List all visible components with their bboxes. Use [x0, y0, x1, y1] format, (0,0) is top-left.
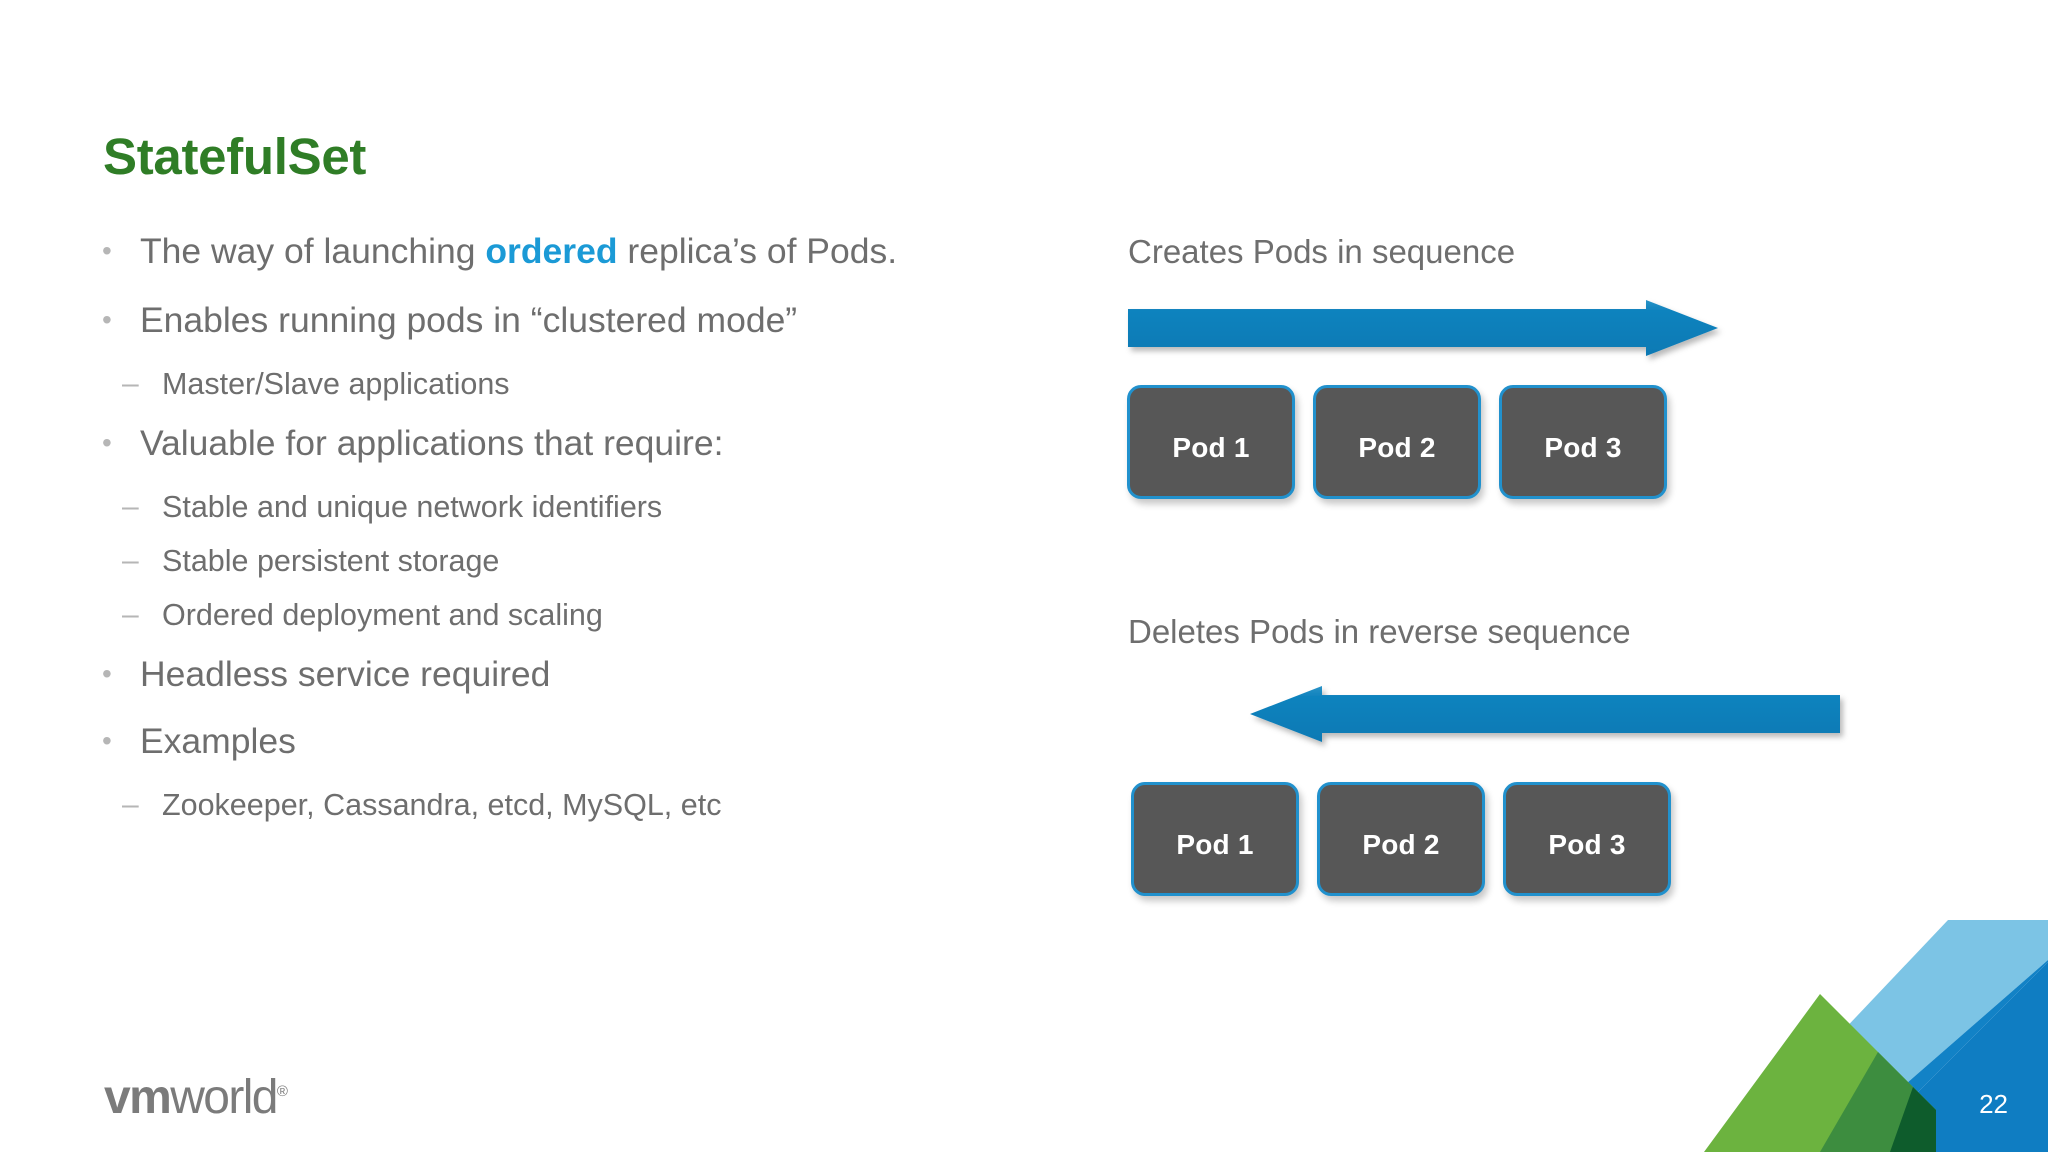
sub-bullet-item-persistent-storage: –Stable persistent storage [96, 541, 966, 581]
sub-bullet-text: Zookeeper, Cassandra, etcd, MySQL, etc [162, 788, 722, 822]
pod-label: Pod 3 [1548, 829, 1626, 861]
corner-decoration-graphic: 22 [1700, 920, 2048, 1152]
sub-bullet-text: Ordered deployment and scaling [162, 598, 603, 632]
sub-bullet-item-examples-list: –Zookeeper, Cassandra, etcd, MySQL, etc [96, 785, 966, 825]
bullet-marker: • [102, 235, 112, 266]
arrow-right-icon [1128, 300, 1718, 356]
sub-bullet-item-ordered-deployment: –Ordered deployment and scaling [96, 595, 966, 635]
dash-marker: – [122, 598, 139, 631]
pod-box-create-3[interactable]: Pod 3 [1499, 385, 1667, 499]
pod-label: Pod 1 [1176, 829, 1254, 861]
bullet-marker: • [102, 725, 112, 756]
bullet-text: Examples [140, 721, 296, 761]
pod-box-delete-1[interactable]: Pod 1 [1131, 782, 1299, 896]
registered-trademark-icon: ® [276, 1083, 288, 1100]
sub-bullet-text: Stable persistent storage [162, 544, 500, 578]
pod-label: Pod 2 [1362, 829, 1440, 861]
bullet-item-4: • Headless service required [96, 651, 966, 698]
bullet-text: Valuable for applications that require: [140, 423, 724, 463]
delete-sequence-label: Deletes Pods in reverse sequence [1128, 613, 1631, 650]
pod-label: Pod 3 [1544, 432, 1622, 464]
logo-world-text: world [170, 1071, 278, 1124]
pod-box-delete-2[interactable]: Pod 2 [1317, 782, 1485, 896]
pod-label: Pod 2 [1358, 432, 1436, 464]
bullet-text: Enables running pods in “clustered mode” [140, 300, 798, 340]
pod-box-create-2[interactable]: Pod 2 [1313, 385, 1481, 499]
bullet-list: • The way of launching ordered replica’s … [96, 228, 966, 839]
page-title: StatefulSet [103, 128, 367, 185]
bullet-marker: • [102, 304, 112, 335]
pod-box-create-1[interactable]: Pod 1 [1127, 385, 1295, 499]
delete-pod-row: Pod 1 Pod 2 Pod 3 [1131, 782, 1671, 896]
bullet-marker: • [102, 658, 112, 689]
dash-marker: – [122, 788, 139, 821]
bullet-item-5: • Examples [96, 718, 966, 765]
pod-box-delete-3[interactable]: Pod 3 [1503, 782, 1671, 896]
sub-bullet-text: Master/Slave applications [162, 367, 510, 401]
bullet-item-3: • Valuable for applications that require: [96, 420, 966, 467]
dash-marker: – [122, 490, 139, 523]
bullet-text-after: replica’s of Pods. [617, 231, 898, 271]
bullet-marker: • [102, 427, 112, 458]
logo-vm-text: vm [104, 1071, 172, 1124]
sub-bullet-text: Stable and unique network identifiers [162, 490, 663, 524]
bullet-text-before: The way of launching [140, 231, 486, 271]
sub-bullet-item-network-identifiers: –Stable and unique network identifiers [96, 487, 966, 527]
vmworld-logo: vmworld® [104, 1068, 288, 1122]
page-number: 22 [1979, 1089, 2008, 1119]
sub-bullet-item-master-slave: –Master/Slave applications [96, 364, 966, 404]
dash-marker: – [122, 367, 139, 400]
create-pod-row: Pod 1 Pod 2 Pod 3 [1127, 385, 1667, 499]
create-sequence-label: Creates Pods in sequence [1128, 233, 1516, 270]
bullet-highlight-ordered: ordered [485, 231, 618, 271]
bullet-item-1: • The way of launching ordered replica’s … [96, 228, 966, 275]
arrow-left-icon [1250, 686, 1840, 742]
dash-marker: – [122, 544, 139, 577]
pod-label: Pod 1 [1172, 432, 1250, 464]
bullet-item-2: • Enables running pods in “clustered mode… [96, 297, 966, 344]
bullet-text: Headless service required [140, 654, 551, 694]
